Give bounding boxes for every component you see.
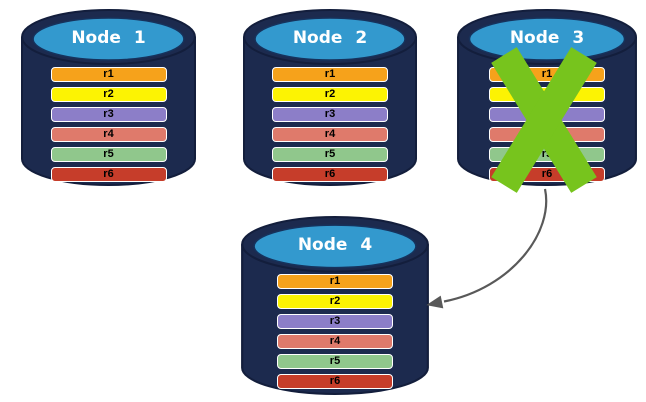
replica-row-r3: r3 <box>277 314 393 329</box>
node-2-replica-rows: r1 r2 r3 r4 r5 r6 <box>272 67 388 187</box>
failure-x-icon <box>491 47 597 193</box>
replica-row-r6: r6 <box>50 167 167 182</box>
cylinder-top-cap <box>254 17 406 61</box>
cylinder-top-cap <box>468 17 626 61</box>
replica-row-r6: r6 <box>272 167 388 182</box>
replica-row-r5: r5 <box>277 354 393 369</box>
node-4-replica-rows: r1 r2 r3 r4 r5 r6 <box>277 274 393 394</box>
replica-row-r2: r2 <box>277 294 393 309</box>
replica-row-r4: r4 <box>50 127 167 142</box>
node-4: Node 4 r1 r2 r3 r4 r5 r6 <box>240 214 430 396</box>
replica-row-r4: r4 <box>277 334 393 349</box>
cylinder-top-cap <box>32 17 185 61</box>
replica-row-r5: r5 <box>272 147 388 162</box>
replica-row-r2: r2 <box>272 87 388 102</box>
node-2: Node 2 r1 r2 r3 r4 r5 r6 <box>242 7 418 187</box>
node-2-title: Node 2 <box>292 28 368 48</box>
node-4-title: Node 4 <box>297 235 373 255</box>
node-1-title: Node 1 <box>71 28 146 48</box>
replica-row-r4: r4 <box>272 127 388 142</box>
replica-row-r6: r6 <box>277 374 393 389</box>
replica-row-r3: r3 <box>50 107 167 122</box>
node-1-replica-rows: r1 r2 r3 r4 r5 r6 <box>50 67 167 187</box>
arrow-curve <box>443 188 548 303</box>
replica-row-r2: r2 <box>50 87 167 102</box>
node-1: Node 1 r1 r2 r3 r4 r5 r6 <box>20 7 197 187</box>
replica-row-r3: r3 <box>272 107 388 122</box>
node-3-title: Node 3 <box>509 28 585 48</box>
replication-arrow <box>426 188 548 309</box>
replica-row-r5: r5 <box>50 147 167 162</box>
arrow-head-icon <box>426 295 444 309</box>
cylinder-top-cap <box>253 224 417 269</box>
replica-row-r1: r1 <box>277 274 393 289</box>
replica-row-r1: r1 <box>50 67 167 82</box>
x-stroke-up <box>491 47 597 193</box>
replica-row-r1: r1 <box>272 67 388 82</box>
